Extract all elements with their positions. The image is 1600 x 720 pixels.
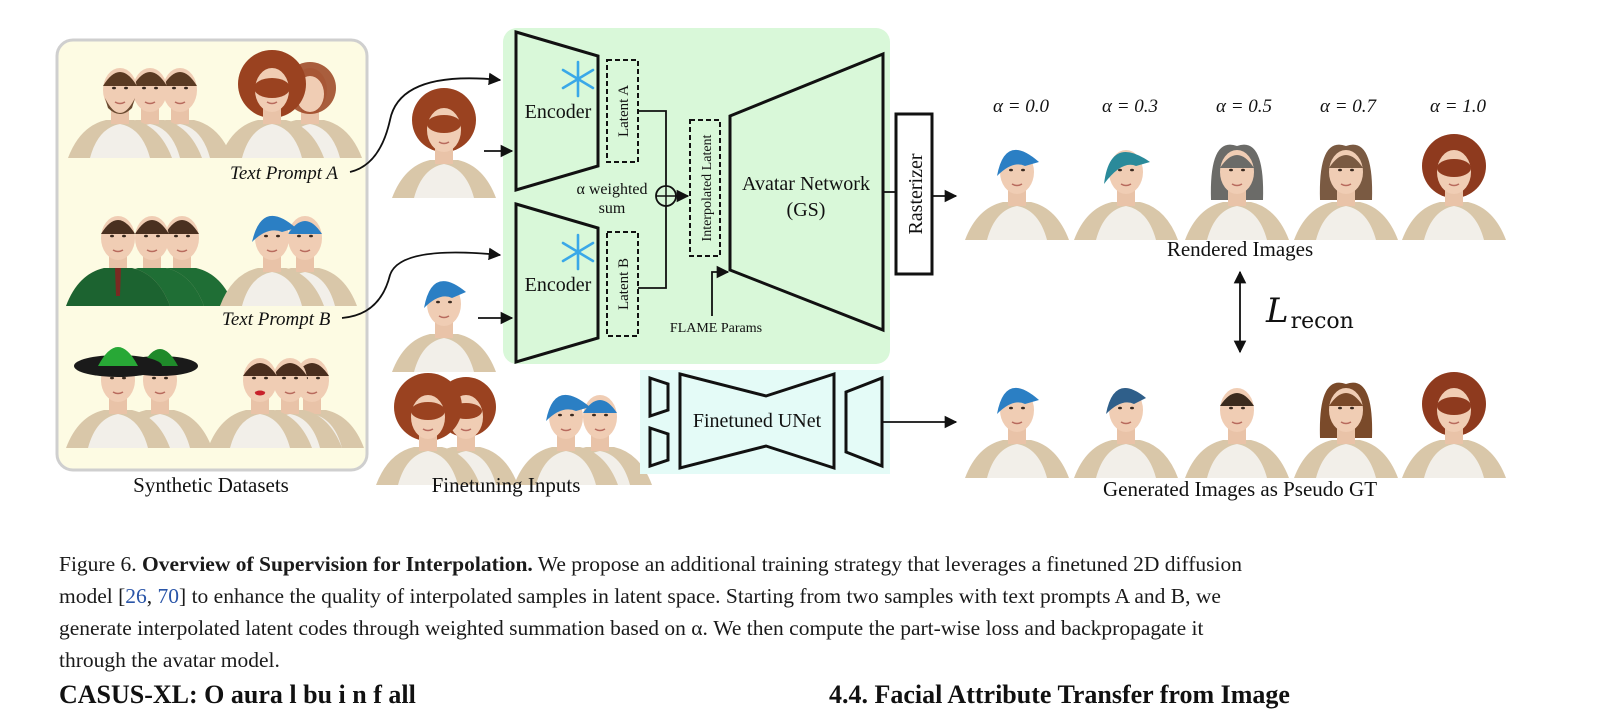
dataset-image-beard [67,67,233,159]
avatar-network-label-line2: (GS) [787,199,826,221]
weighted-sum-label-line2: sum [599,200,626,217]
prompt-b-connector [341,247,502,319]
rendered-images-label: Rendered Images [1167,237,1313,261]
figure-diagram: Text Prompt A Text Prompt B Synthetic Da… [55,28,1507,501]
input-image-b [391,281,497,373]
dataset-image-suit [65,215,235,307]
snowflake-icon [561,60,595,98]
prompt-a-connector [349,72,502,173]
avatar-network-block [728,51,885,333]
unet-panel [640,370,890,474]
citation-link[interactable]: 70 [157,584,180,608]
dataset-image-curly [219,50,363,159]
alpha-label: α = 0.3 [1102,96,1158,117]
finetuning-input-blue [513,394,653,486]
rendered-image [1073,149,1179,241]
finetuning-inputs-label: Finetuning Inputs [432,473,581,497]
input-image-a [391,88,497,199]
caption-line4: through the avatar model. [59,648,280,672]
flame-params-label: FLAME Params [670,321,762,336]
body-text-cutoff: CASUS-XL: O aura l bu i n f all [59,680,416,709]
rendered-image [1184,144,1290,241]
rendered-image [1293,144,1399,241]
generated-images-label: Generated Images as Pseudo GT [1103,477,1377,501]
generated-image [1184,387,1290,479]
rendered-image [1401,134,1507,241]
dataset-image-lipstick [207,357,365,449]
section-heading-cutoff: 4.4. Facial Attribute Transfer from Imag… [829,680,1290,709]
synthetic-datasets-label: Synthetic Datasets [133,473,289,497]
unet-input-block-top [648,375,670,419]
unet-input-block-bottom [648,425,670,469]
figure-caption: Figure 6. Overview of Supervision for In… [59,548,1543,676]
alpha-label: α = 0.5 [1216,96,1272,117]
recon-loss-label: Lrecon [1265,291,1354,334]
unet-block [678,371,836,471]
encoder-b-label: Encoder [525,274,592,296]
encoder-b-block [514,201,600,365]
latent-a-label: Latent A [616,85,632,137]
encoder-a-block [514,29,600,193]
caption-line2-post: ] to enhance the quality of interpolated… [179,584,1221,608]
caption-prefix: Figure 6. [59,552,137,576]
dataset-image-green-hat [65,347,213,449]
caption-line2-pre: model [ [59,584,126,608]
weighted-sum-label-line1: α weighted [576,181,647,198]
rendered-images-row [964,134,1507,241]
generated-image [1293,382,1399,479]
text-prompt-b-label: Text Prompt B [222,309,331,330]
interpolated-latent-box [689,119,721,257]
next-section-cutoff: CASUS-XL: O aura l bu i n f all 4.4. Fac… [59,680,1559,720]
generated-image [1073,387,1179,479]
unet-output-block [844,375,884,469]
caption-line1: We propose an additional training strate… [537,552,1242,576]
alpha-label: α = 1.0 [1430,96,1487,117]
generated-image [964,387,1070,479]
generated-image [1401,372,1507,479]
dataset-image-blue-hair [219,215,358,307]
latent-b-label: Latent B [616,258,632,310]
generated-images-row [964,372,1507,479]
pipeline-panel [503,28,890,364]
rendered-image [964,149,1070,241]
citation-link[interactable]: 26 [125,584,147,608]
avatar-network-label-line1: Avatar Network [742,173,870,195]
finetuned-unet-label: Finetuned UNet [693,410,822,432]
alpha-label: α = 0.0 [993,96,1050,117]
citation-separator: , [146,584,158,608]
caption-line3: generate interpolated latent codes throu… [59,616,1204,640]
caption-title: Overview of Supervision for Interpolatio… [142,552,533,576]
interpolated-latent-label: Interpolated Latent [700,134,715,241]
snowflake-icon [561,233,595,271]
encoder-a-label: Encoder [525,101,592,123]
rasterizer-label: Rasterizer [905,153,927,234]
rasterizer-block [894,112,934,276]
finetuning-input-curly [375,373,519,486]
alpha-labels: α = 0.0 α = 0.3 α = 0.5 α = 0.7 α = 1.0 [993,96,1487,117]
latent-b-box [606,231,639,337]
text-prompt-a-label: Text Prompt A [230,163,338,184]
alpha-label: α = 0.7 [1320,96,1378,117]
